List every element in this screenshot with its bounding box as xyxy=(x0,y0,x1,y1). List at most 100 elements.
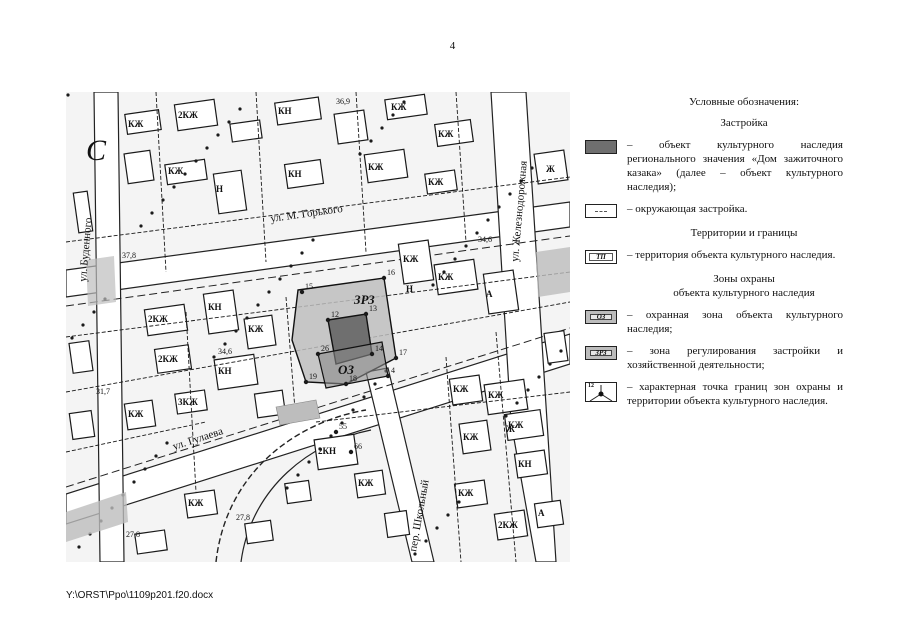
boundary-point xyxy=(299,289,305,295)
building-label: КЖ xyxy=(438,272,454,282)
file-path: Y:\ORST\Ppo\1109p201.f20.docx xyxy=(66,590,214,601)
boundary-point xyxy=(325,317,331,323)
building-footprint xyxy=(433,118,475,148)
building-label: КЖ xyxy=(368,162,384,172)
building-footprint xyxy=(229,119,263,143)
tree-dot xyxy=(92,310,96,314)
boundary-point-number: 19 xyxy=(309,372,317,381)
building-label: 2КН xyxy=(318,446,336,456)
building-footprint xyxy=(173,98,219,132)
tree-dot xyxy=(77,545,81,549)
legend-item-surrounding: – окружающая застройка. xyxy=(585,202,843,218)
elevation-label: 34,6 xyxy=(478,235,492,244)
building-footprint xyxy=(244,519,274,545)
boundary-point-number: 12 xyxy=(331,310,339,319)
building-label: КЖ xyxy=(391,102,407,112)
parcel-line xyxy=(315,391,570,423)
legend-item-territory: ТП – территория объекта культурного насл… xyxy=(585,248,843,264)
building-footprint xyxy=(123,149,155,185)
page-number: 4 xyxy=(449,40,456,52)
tree-dot xyxy=(227,120,231,124)
tree-dot xyxy=(172,185,176,189)
tree-dot xyxy=(358,152,362,156)
building-label: Н xyxy=(406,284,413,294)
zone-label-protection: ОЗ xyxy=(338,362,354,377)
building-label: КН xyxy=(218,366,232,376)
tree-dot xyxy=(453,257,457,261)
point-swatch: 12 xyxy=(585,382,617,402)
building-footprint xyxy=(243,314,277,350)
building-footprint xyxy=(212,169,248,215)
boundary-point-number: 55 xyxy=(339,422,347,431)
building-label: 3КЖ xyxy=(178,397,198,407)
road-gorkogo xyxy=(66,201,570,298)
building-footprint xyxy=(383,509,411,539)
boundary-point-number: 17 xyxy=(399,348,407,357)
tree-dot xyxy=(413,552,417,556)
tree-dot xyxy=(150,211,154,215)
building-label: КЖ xyxy=(128,409,144,419)
building-label: КЖ xyxy=(453,384,469,394)
road-dash-2 xyxy=(66,327,570,488)
building-label: КЖ xyxy=(168,166,184,176)
regulation-swatch-label: ЗРЗ xyxy=(595,349,607,357)
north-arrow: С xyxy=(86,134,107,167)
building-footprint xyxy=(533,499,565,529)
elevation-label: 36,9 xyxy=(336,97,350,106)
building-footprint xyxy=(68,409,96,441)
building-label: Н xyxy=(216,184,223,194)
building-footprint xyxy=(134,529,168,555)
tree-dot xyxy=(475,231,479,235)
tree-dot xyxy=(256,303,260,307)
building-footprint xyxy=(213,353,259,391)
roads xyxy=(66,92,570,562)
road-gulaeva xyxy=(66,333,570,525)
boundary-point-number: 26 xyxy=(321,344,329,353)
parcel-line xyxy=(495,331,517,562)
building-label: КН xyxy=(518,459,532,469)
building-footprint xyxy=(124,109,162,135)
legend-item-protection-text: – охранная зона объекта культурного насл… xyxy=(627,309,843,335)
legend-item-regulation-text: – зона регулирования застройки и хозяйст… xyxy=(627,345,843,371)
building-label: А xyxy=(486,289,493,299)
building-label: Ж xyxy=(506,424,515,434)
building-footprint xyxy=(202,289,240,335)
building-label: КН xyxy=(208,302,222,312)
tree-dot xyxy=(526,388,530,392)
building-label: КЖ xyxy=(438,129,454,139)
tree-dot xyxy=(457,500,461,504)
tree-dot xyxy=(161,198,165,202)
tree-dot xyxy=(373,382,377,386)
tree-dot xyxy=(362,395,366,399)
elevation-label: 31,7 xyxy=(96,387,110,396)
building-label: КЖ xyxy=(463,432,479,442)
building-footprint xyxy=(513,449,549,479)
tree-dot xyxy=(369,139,373,143)
tree-dot xyxy=(165,441,169,445)
legend-item-object-text: – объект культурного наследия региональн… xyxy=(627,139,843,193)
legend-section-zones-1: Зоны охраны xyxy=(713,273,775,285)
parcel-line xyxy=(255,92,267,263)
tree-dot xyxy=(515,401,519,405)
tree-dot xyxy=(245,316,249,320)
building-label: 2КЖ xyxy=(158,354,178,364)
legend-item-regulation: ЗРЗ – зона регулирования застройки и хоз… xyxy=(585,344,843,372)
building-footprint xyxy=(384,93,428,121)
building-footprint xyxy=(483,378,529,416)
boundary-point-number: 18 xyxy=(349,374,357,383)
boundary-point xyxy=(393,355,399,361)
boundary-point xyxy=(333,429,339,435)
protection-swatch: ОЗ xyxy=(585,310,617,324)
legend-item-protection: ОЗ – охранная зона объекта культурного н… xyxy=(585,308,843,336)
legend-section-territory: Территории и границы xyxy=(690,227,798,239)
legend-item-point: 12 – характерная точка границ зон охраны… xyxy=(585,380,843,408)
tree-dot xyxy=(431,283,435,287)
protection-swatch-label: ОЗ xyxy=(596,313,606,321)
street-budennogo: ул. Буденного xyxy=(77,217,95,283)
tree-dot xyxy=(81,323,85,327)
elevation-labels: 37,834,631,727,827,836,934,6 xyxy=(96,97,492,539)
grey-strip-3 xyxy=(66,492,128,542)
tree-dot xyxy=(548,362,552,366)
